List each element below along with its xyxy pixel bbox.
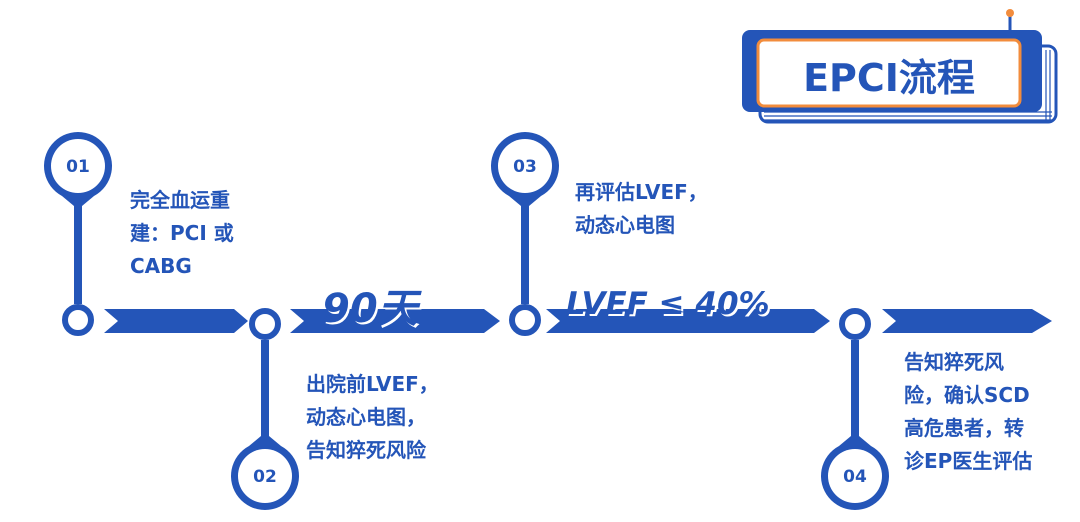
pin-02: [231, 308, 299, 510]
step-text-01: 完全血运重 建：PCI 或 CABG: [130, 188, 234, 278]
step-number-02: 02: [253, 467, 277, 487]
step-text-02: 出院前LVEF， 动态心电图， 告知猝死风险: [306, 372, 439, 462]
step-number-03: 03: [513, 157, 537, 177]
pin-04: [821, 308, 889, 510]
step-number-01: 01: [66, 157, 90, 177]
title-badge: [742, 9, 1058, 124]
antenna-dot-icon: [1006, 9, 1014, 17]
page-title: EPCI流程: [803, 55, 975, 100]
arrow-segment-3: [546, 309, 830, 333]
arrow-segment-2: [290, 309, 500, 333]
timeline-arrows: [104, 309, 1052, 333]
pin-01: [44, 132, 113, 336]
phase-label-90-days: 90天: [322, 286, 418, 332]
arrow-segment-1: [104, 309, 248, 333]
step-number-04: 04: [843, 467, 867, 487]
arrow-segment-4: [882, 309, 1052, 333]
pin-03: [491, 132, 560, 336]
step-text-04: 告知猝死风 险，确认SCD 高危患者，转 诊EP医生评估: [904, 350, 1033, 473]
step-text-03: 再评估LVEF， 动态心电图: [575, 180, 708, 237]
phase-label-lvef: LVEF ≤ 40%: [566, 286, 770, 322]
